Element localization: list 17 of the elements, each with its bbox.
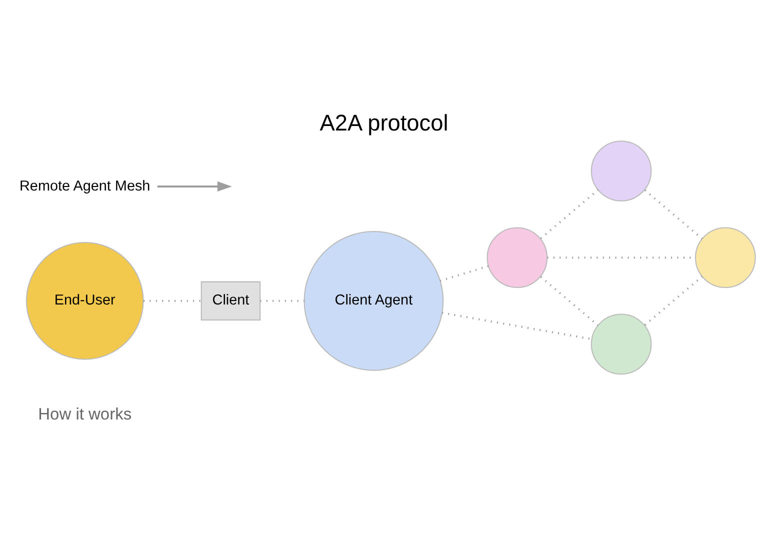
connector [644, 276, 703, 326]
node-circle: End-User [26, 242, 144, 360]
connector [442, 312, 592, 340]
node-circle [590, 140, 652, 202]
node-circle: Client Agent [304, 230, 444, 371]
arrow [157, 181, 232, 192]
connector [644, 189, 703, 240]
node-box: Client [200, 281, 261, 320]
connector [540, 276, 599, 326]
node-circle [590, 314, 652, 375]
label: How it works [38, 405, 132, 424]
diagram-title: A2A protocol [320, 109, 448, 136]
connector [540, 189, 599, 240]
connector [440, 265, 488, 282]
node-text: Remote Agent Mesh [20, 178, 150, 194]
node-circle [486, 227, 548, 288]
node-circle [694, 227, 756, 288]
